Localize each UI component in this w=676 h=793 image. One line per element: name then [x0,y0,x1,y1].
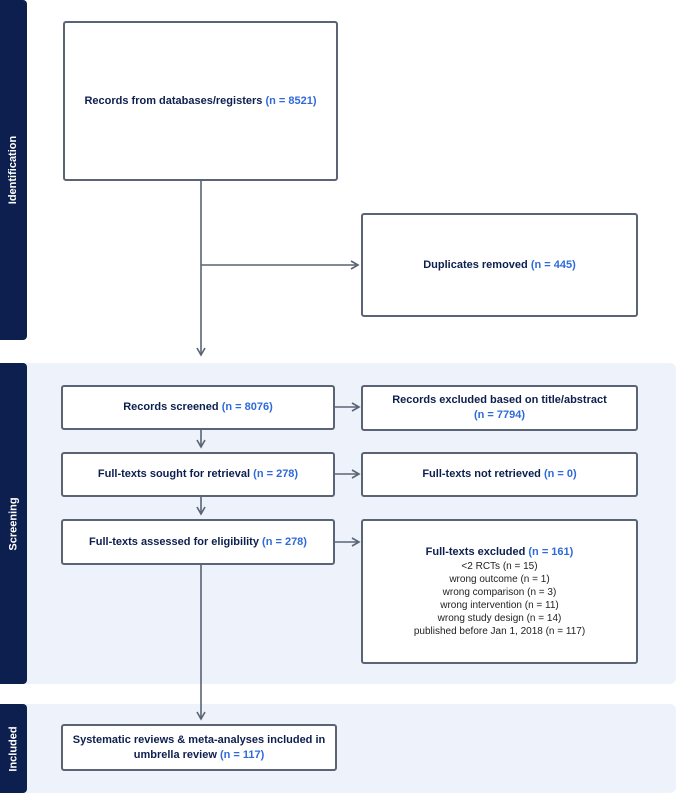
assessed-box: Full-texts assessed for eligibility (n =… [61,519,335,565]
excluded-title-label: Records excluded based on title/abstract [392,394,607,407]
stage-included: Included [0,704,27,793]
exclusion-reason: wrong intervention (n = 11) [440,599,559,611]
duplicates-box: Duplicates removed (n = 445) [361,213,638,317]
screened-label: Records screened [123,401,219,414]
duplicates-count: (n = 445) [530,258,576,271]
screened-box: Records screened (n = 8076) [61,385,335,430]
exclusion-reason: wrong comparison (n = 3) [442,586,557,598]
sought-label: Full-texts sought for retrieval [97,468,251,481]
records-label: Records from databases/registers [84,94,263,107]
stage-screening: Screening [0,363,27,684]
records-box: Records from databases/registers (n = 85… [63,21,338,181]
included-label: Systematic reviews & meta-analyses inclu… [72,733,326,761]
sought-count: (n = 278) [253,468,299,481]
fulltext-excluded-count: (n = 161) [528,546,574,559]
stage-identification: Identification [0,0,27,340]
assessed-label: Full-texts assessed for eligibility [89,535,259,548]
not-retrieved-count: (n = 0) [543,468,577,481]
fulltext-excluded-box: Full-texts excluded (n = 161) <2 RCTs (n… [361,519,638,664]
sought-box: Full-texts sought for retrieval (n = 278… [61,452,335,497]
assessed-count: (n = 278) [262,535,307,548]
exclusion-reason: wrong outcome (n = 1) [449,573,550,585]
exclusion-reason: wrong study design (n = 14) [437,612,562,624]
duplicates-label: Duplicates removed [423,258,528,271]
exclusion-reason: published before Jan 1, 2018 (n = 117) [413,625,586,637]
screened-count: (n = 8076) [221,401,273,414]
excluded-title-box: Records excluded based on title/abstract… [361,385,638,431]
fulltext-excluded-label: Full-texts excluded [425,546,526,559]
included-count: (n = 117) [219,748,265,761]
records-count: (n = 8521) [265,94,317,107]
excluded-title-count: (n = 7794) [473,409,526,421]
not-retrieved-box: Full-texts not retrieved (n = 0) [361,452,638,497]
exclusion-reason: <2 RCTs (n = 15) [461,560,538,572]
included-box: Systematic reviews & meta-analyses inclu… [61,724,337,771]
not-retrieved-label: Full-texts not retrieved [422,468,541,481]
